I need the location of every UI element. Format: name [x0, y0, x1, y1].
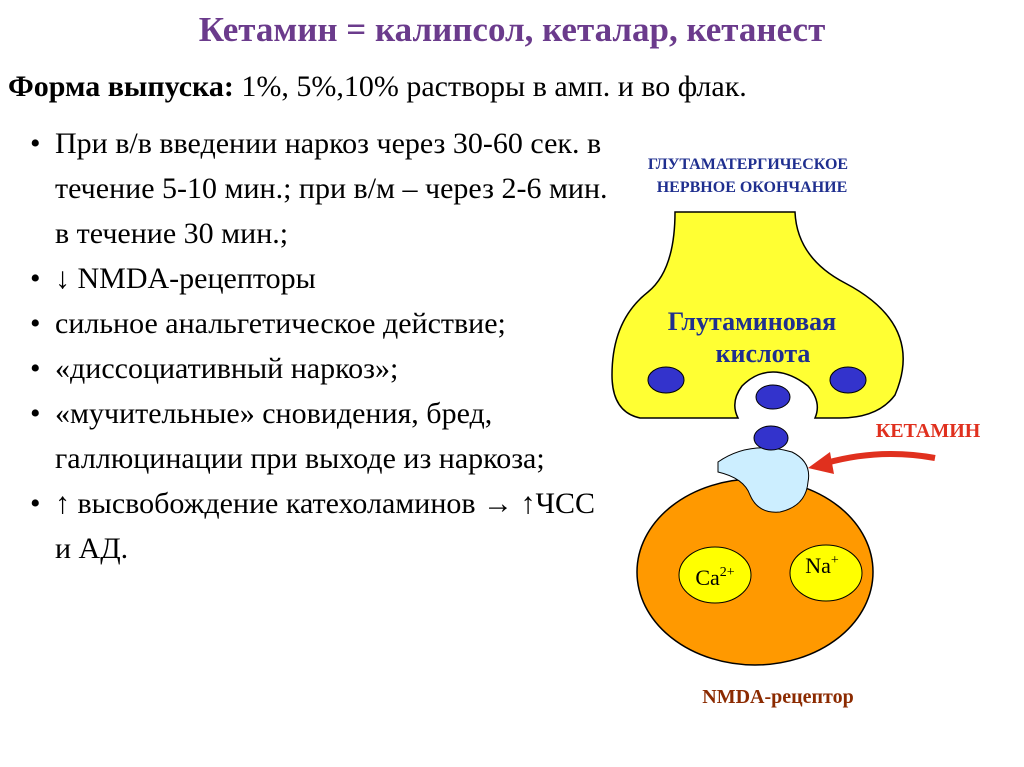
bullet-text: ↑ высвобождение катехоламинов → ↑ЧСС и А…: [55, 487, 596, 565]
calcium-channel: [678, 546, 752, 604]
sodium-symbol: Na: [805, 553, 831, 578]
calcium-symbol: Ca: [695, 565, 720, 590]
vesicle: [753, 425, 789, 451]
ketamine-arrowhead: [808, 452, 834, 474]
bullet-text: При в/в введении наркоз через 30-60 сек.…: [55, 127, 608, 250]
sodium-channel: [789, 544, 863, 602]
bullet-item: • ↓ NMDA-рецепторы: [30, 256, 610, 301]
vesicle: [829, 366, 867, 394]
vesicle: [755, 384, 791, 410]
bullet-marker: •: [30, 307, 41, 340]
receptor-binding-site: [717, 447, 810, 513]
slide-title: Кетамин = калипсол, кеталар, кетанест: [198, 10, 826, 49]
bullet-item: • «диссоциативный наркоз»;: [30, 346, 610, 391]
bullet-text: «диссоциативный наркоз»;: [55, 352, 399, 385]
bullet-text: «мучительные» сновидения, бред, галлюцин…: [55, 397, 545, 475]
bullet-text: сильное анальгетическое действие;: [55, 307, 506, 340]
nerve-ending-label-line1: ГЛУТАМАТЕРГИЧЕСКОЕ: [648, 156, 848, 173]
bullet-item: • «мучительные» сновидения, бред, галлюци…: [30, 391, 610, 481]
nerve-ending-label-line2: НЕРВНОЕ ОКОНЧАНИЕ: [657, 179, 848, 196]
bullet-item: • При в/в введении наркоз через 30-60 сек…: [30, 121, 610, 256]
sodium-label: Na+: [805, 553, 839, 578]
release-form: Форма выпуска: 1%, 5%,10% растворы в амп…: [8, 70, 747, 104]
bullet-marker: •: [30, 262, 41, 295]
bullet-marker: •: [30, 397, 41, 430]
bullet-marker: •: [30, 487, 41, 520]
bullet-item: • сильное анальгетическое действие;: [30, 301, 610, 346]
sodium-charge: +: [831, 553, 839, 568]
bullet-marker: •: [30, 352, 41, 385]
nmda-receptor-label: NMDA-рецептор: [702, 686, 853, 708]
ketamine-label: КЕТАМИН: [876, 420, 981, 442]
ketamine-arrow: [825, 451, 936, 466]
bullet-list: • При в/в введении наркоз через 30-60 сек…: [30, 121, 610, 571]
vesicle: [647, 366, 685, 394]
nerve-terminal: [611, 211, 904, 419]
calcium-charge: 2+: [720, 565, 735, 580]
release-form-text: 1%, 5%,10% растворы в амп. и во флак.: [233, 70, 747, 103]
calcium-label: Ca2+: [695, 565, 734, 590]
release-form-label: Форма выпуска:: [8, 70, 234, 103]
bullet-text: ↓ NMDA-рецепторы: [55, 262, 316, 295]
bullet-item: • ↑ высвобождение катехоламинов → ↑ЧСС и …: [30, 481, 610, 571]
glutamate-label-line1: Глутаминовая: [668, 307, 836, 336]
bullet-marker: •: [30, 127, 41, 160]
glutamate-label-line2: кислота: [716, 339, 811, 368]
